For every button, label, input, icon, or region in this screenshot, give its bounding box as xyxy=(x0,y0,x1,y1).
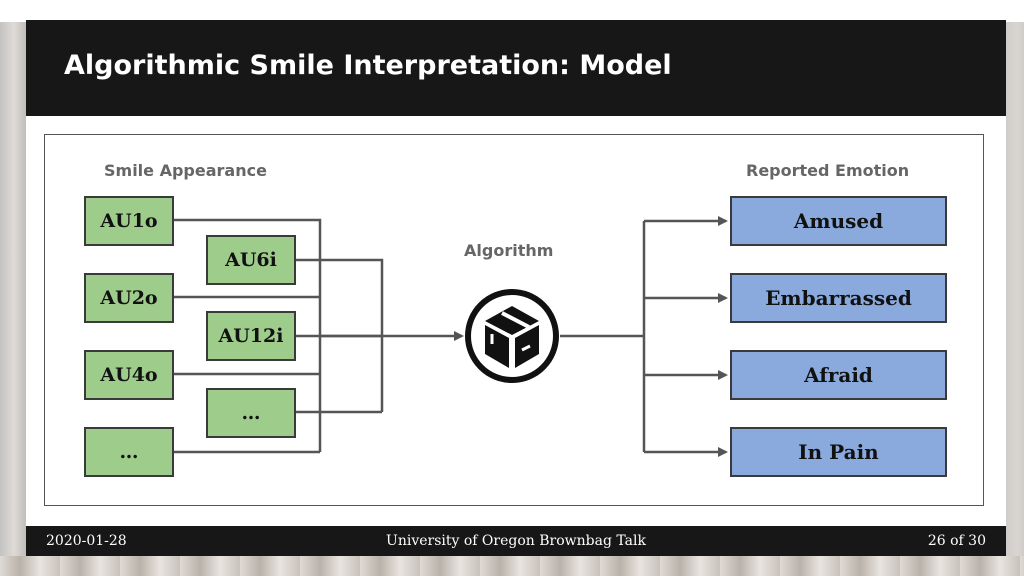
input-box-au12i: AU12i xyxy=(206,311,296,361)
output-box-embarrassed: Embarrassed xyxy=(730,273,947,323)
top-margin xyxy=(0,0,1024,22)
output-box-in-pain: In Pain xyxy=(730,427,947,477)
footer-event: University of Oregon Brownbag Talk xyxy=(386,533,646,549)
bottom-margin xyxy=(0,556,1024,576)
input-box-au2o: AU2o xyxy=(84,273,174,323)
slide-footer: University of Oregon Brownbag Talk 2020-… xyxy=(26,526,1006,556)
smile-appearance-header: Smile Appearance xyxy=(104,161,267,180)
slide-title: Algorithmic Smile Interpretation: Model xyxy=(64,50,672,81)
input-box-au1o: AU1o xyxy=(84,196,174,246)
output-box-afraid: Afraid xyxy=(730,350,947,400)
input-box-ellipsis: … xyxy=(84,427,174,477)
black-box-cube-icon xyxy=(485,306,539,368)
input-box-inner-ellipsis: … xyxy=(206,388,296,438)
algorithm-header: Algorithm xyxy=(464,241,554,260)
title-bar xyxy=(26,20,1006,116)
footer-date: 2020-01-28 xyxy=(46,533,127,549)
input-box-au6i: AU6i xyxy=(206,235,296,285)
input-box-au4o: AU4o xyxy=(84,350,174,400)
algorithm-circle xyxy=(465,289,559,383)
output-box-amused: Amused xyxy=(730,196,947,246)
connector-au6i xyxy=(296,258,384,412)
footer-page-number: 26 of 30 xyxy=(927,533,986,549)
reported-emotion-header: Reported Emotion xyxy=(746,161,910,180)
